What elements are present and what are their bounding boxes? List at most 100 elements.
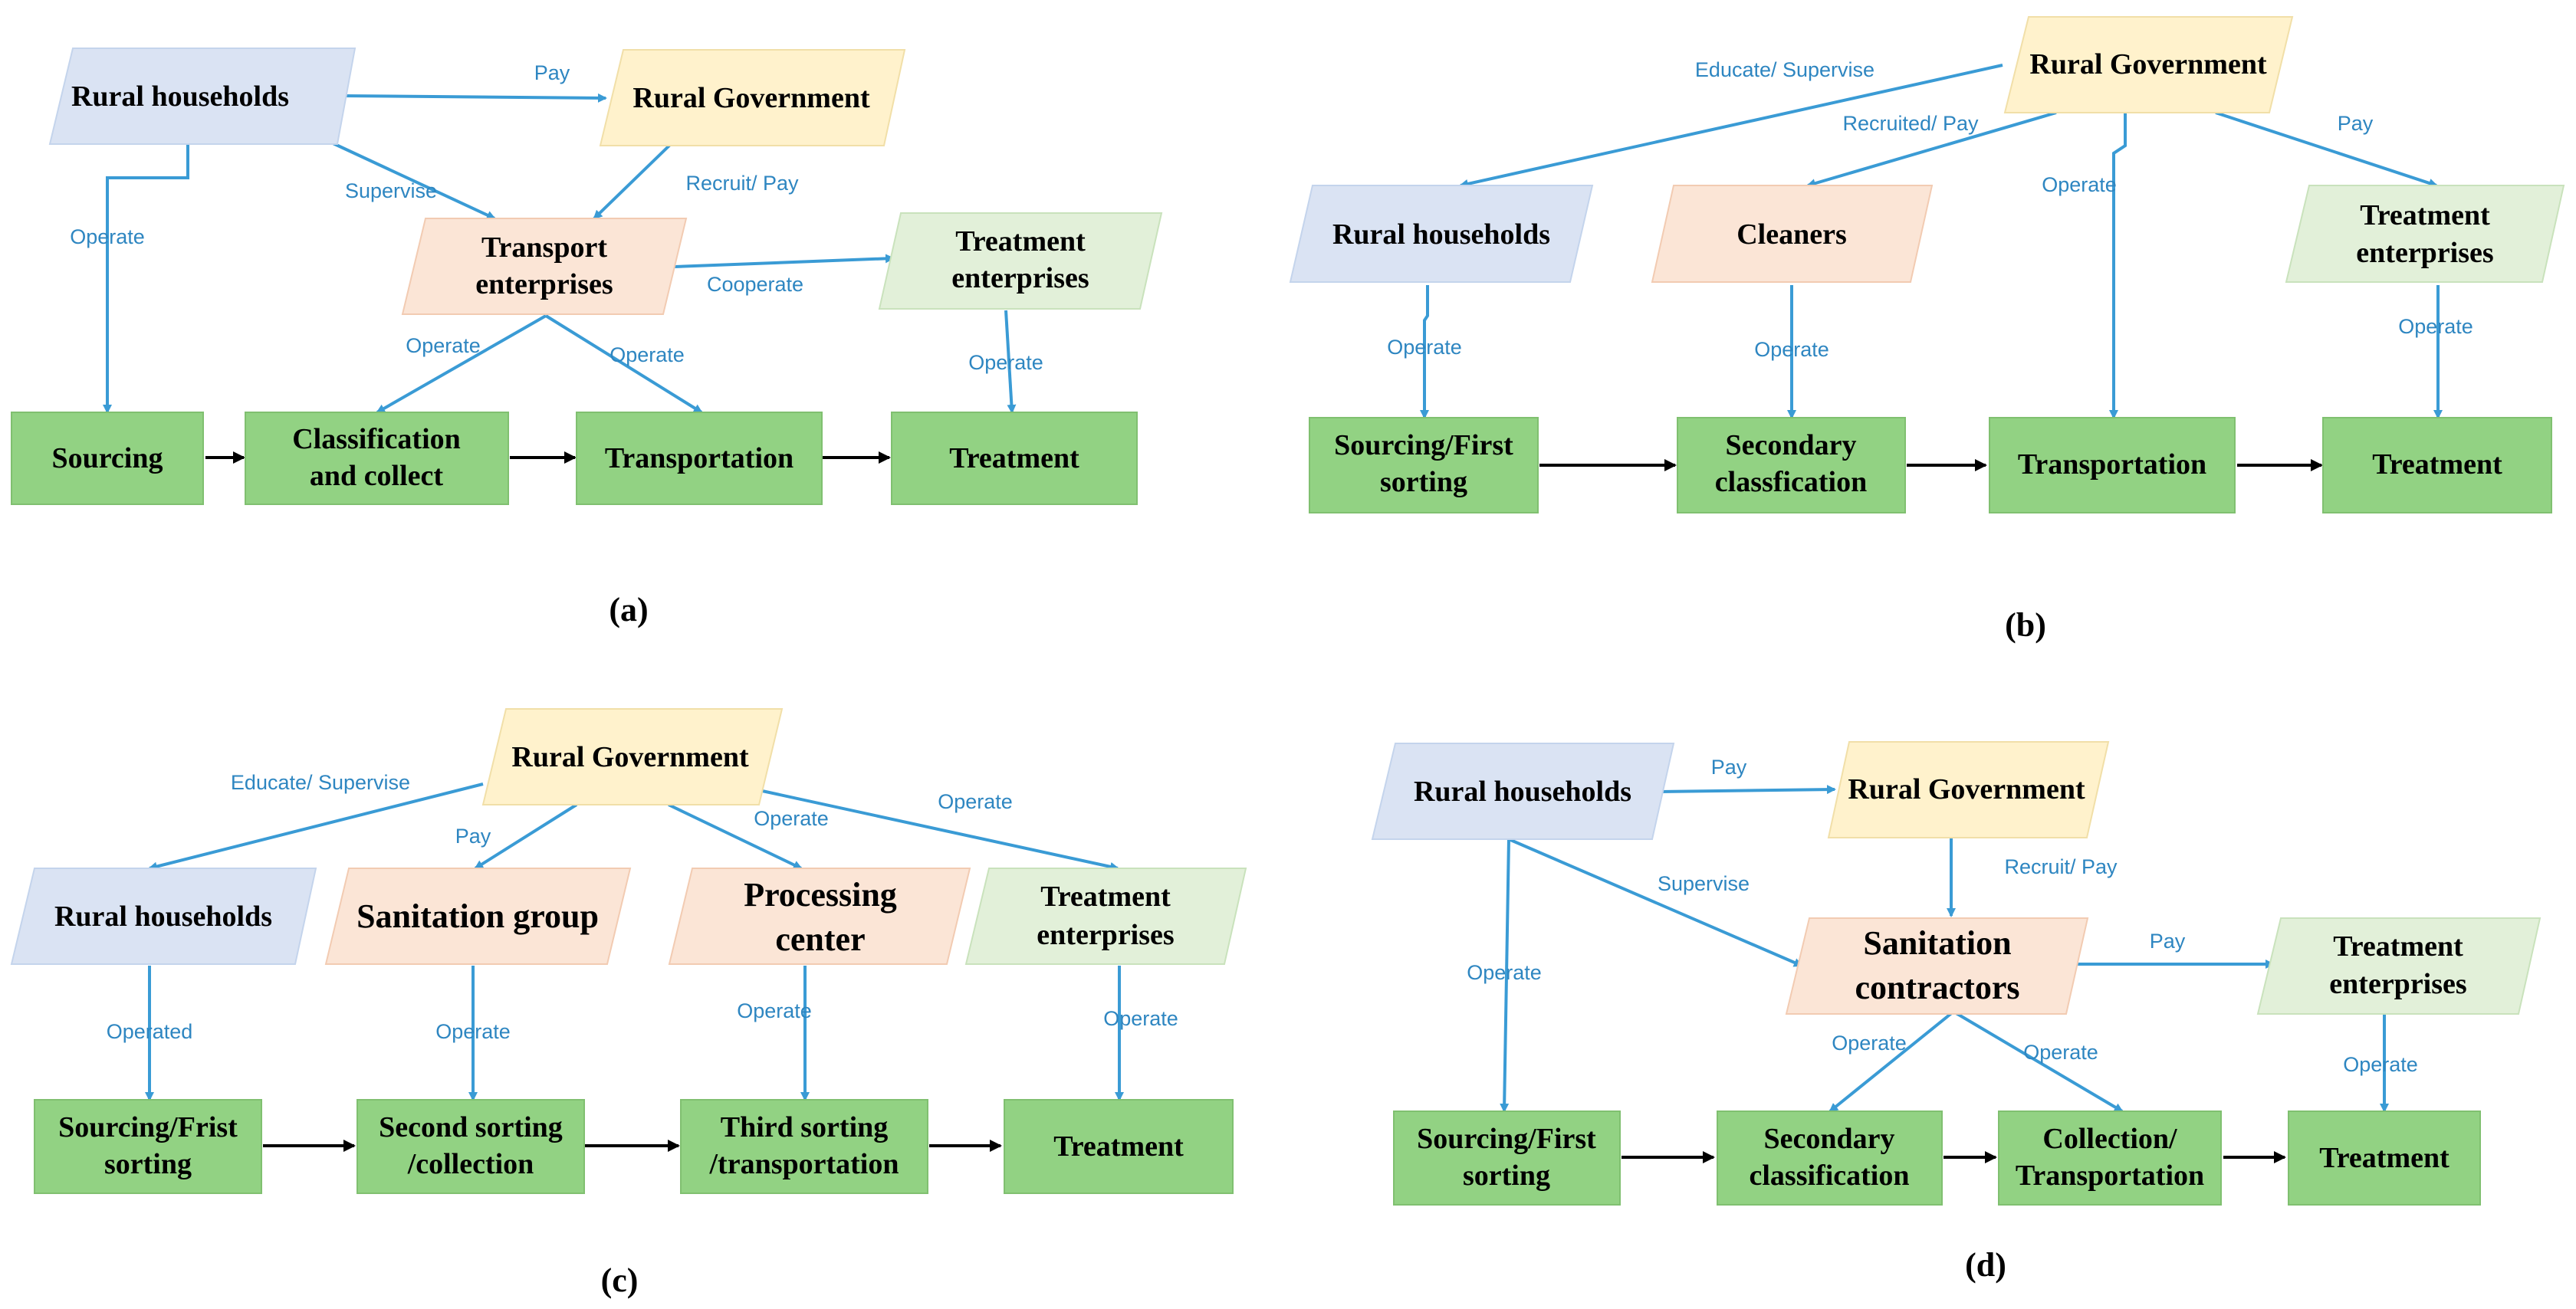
text-b-rural-government: Rural Government bbox=[2029, 48, 2267, 80]
edge-b-operate-gov bbox=[2109, 113, 2127, 419]
step-a-treatment bbox=[891, 412, 1138, 505]
edge-b-recruited bbox=[1806, 111, 2057, 188]
edge-label-c-educate: Educate/ Supervise bbox=[231, 771, 410, 794]
edge-d-operate-right bbox=[1952, 1010, 2124, 1113]
step-a-classification bbox=[245, 412, 509, 505]
node-c-rural-government bbox=[481, 708, 784, 805]
text-c-sanitation-group: Sanitation group bbox=[356, 897, 599, 935]
edge-a-operate-treatment bbox=[1004, 310, 1017, 414]
node-a-treatment-enterprises bbox=[878, 212, 1163, 310]
text-a-treatment: Treatment bbox=[949, 442, 1079, 474]
step-d-sourcing bbox=[1393, 1111, 1621, 1206]
edge-d-pay-gov bbox=[1659, 785, 1836, 795]
edge-d-supervise bbox=[1508, 838, 1803, 967]
edge-label-d-pay-gov: Pay bbox=[1711, 756, 1747, 779]
node-b-rural-households bbox=[1289, 185, 1594, 283]
text-d-collection-2: Transportation bbox=[2016, 1160, 2204, 1192]
node-a-transport-enterprises bbox=[401, 218, 688, 315]
text-a-classification-2: and collect bbox=[310, 460, 443, 492]
edge-a-pay bbox=[340, 93, 607, 103]
edge-label-a-pay: Pay bbox=[534, 61, 570, 84]
edge-a-operate-left bbox=[376, 314, 547, 414]
text-a-treatment-ent-1: Treatment bbox=[955, 225, 1086, 258]
panel-b-label: (b) bbox=[2005, 606, 2046, 644]
step-b-treatment bbox=[2322, 417, 2552, 513]
edge-label-c-operate-treatment: Operate bbox=[1103, 1007, 1178, 1030]
edge-c-educate bbox=[148, 782, 484, 871]
text-c-second-sorting-2: /collection bbox=[407, 1148, 534, 1180]
text-d-rural-government: Rural Government bbox=[1848, 773, 2085, 805]
node-c-sanitation-group bbox=[324, 868, 632, 965]
text-a-transport-2: enterprises bbox=[475, 268, 613, 300]
edge-label-b-educate: Educate/ Supervise bbox=[1695, 58, 1875, 81]
edge-d-operate-left bbox=[1829, 1010, 1955, 1113]
edge-b-educate bbox=[1459, 64, 2003, 189]
text-d-sanitation-1: Sanitation bbox=[1863, 924, 2011, 962]
step-d-secondary bbox=[1717, 1111, 1943, 1206]
step-a-transportation bbox=[576, 412, 823, 505]
text-d-secondary-2: classification bbox=[1750, 1160, 1910, 1192]
text-d-secondary-1: Secondary bbox=[1764, 1123, 1895, 1155]
step-d-collection bbox=[1998, 1111, 2222, 1206]
step-c-sourcing bbox=[34, 1099, 262, 1194]
edge-label-d-operate-households: Operate bbox=[1467, 961, 1542, 984]
panel-c: Educate/ Supervise Pay Operate Operate O… bbox=[10, 708, 1247, 1299]
text-b-cleaners: Cleaners bbox=[1737, 218, 1847, 251]
edge-label-c-operate-processing: Operate bbox=[737, 999, 812, 1022]
node-d-rural-households bbox=[1371, 743, 1675, 840]
edge-label-a-operate-treatment: Operate bbox=[968, 351, 1043, 374]
text-b-secondary-2: classfication bbox=[1715, 466, 1867, 498]
text-d-sourcing-1: Sourcing/First bbox=[1417, 1123, 1596, 1155]
node-a-rural-government bbox=[599, 49, 906, 146]
edge-label-a-recruit: Recruit/ Pay bbox=[685, 172, 799, 195]
text-c-processing-1: Processing bbox=[744, 876, 897, 914]
edge-label-d-recruit: Recruit/ Pay bbox=[2004, 855, 2118, 878]
text-d-sourcing-2: sorting bbox=[1463, 1160, 1550, 1192]
text-c-treatment-ent-2: enterprises bbox=[1037, 919, 1174, 951]
text-b-treatment-ent-1: Treatment bbox=[2360, 199, 2490, 231]
text-b-sourcing-1: Sourcing/First bbox=[1334, 429, 1513, 461]
text-a-sourcing: Sourcing bbox=[51, 442, 163, 474]
edge-b-pay bbox=[2215, 111, 2438, 188]
panel-d-label: (d) bbox=[1965, 1246, 2006, 1284]
edge-label-d-pay-treatment: Pay bbox=[2150, 930, 2186, 953]
panel-d: Pay Recruit/ Pay Supervise Pay Operate O… bbox=[1371, 741, 2542, 1284]
text-c-third-sorting-2: /transportation bbox=[709, 1148, 899, 1180]
edge-d-operate-households bbox=[1500, 838, 1510, 1113]
edge-label-d-supervise: Supervise bbox=[1658, 872, 1750, 895]
node-c-treatment-enterprises bbox=[964, 868, 1247, 965]
text-b-treatment-ent-2: enterprises bbox=[2356, 237, 2493, 269]
edge-a-recruit bbox=[593, 143, 672, 220]
text-a-classification-1: Classification bbox=[292, 423, 461, 455]
edge-label-c-operate-center: Operate bbox=[754, 807, 829, 830]
text-b-sourcing-2: sorting bbox=[1380, 466, 1467, 498]
text-b-secondary-1: Secondary bbox=[1726, 429, 1857, 461]
edge-b-operate-households bbox=[1420, 285, 1429, 419]
text-a-rural-government: Rural Government bbox=[632, 82, 870, 114]
step-b-sourcing bbox=[1309, 417, 1539, 513]
text-a-transportation: Transportation bbox=[605, 442, 794, 474]
edge-label-c-pay: Pay bbox=[455, 825, 491, 848]
edge-label-b-operate-cleaners: Operate bbox=[1754, 338, 1829, 361]
edge-label-c-operate-treatment-ent: Operate bbox=[938, 790, 1013, 813]
edge-label-b-pay: Pay bbox=[2338, 112, 2374, 135]
text-b-rural-households: Rural households bbox=[1332, 218, 1550, 251]
edge-label-a-cooperate: Cooperate bbox=[707, 273, 803, 296]
text-c-treatment-ent-1: Treatment bbox=[1040, 881, 1171, 913]
edge-label-a-operate-households: Operate bbox=[70, 225, 145, 248]
text-c-rural-households: Rural households bbox=[54, 901, 272, 933]
edge-label-d-operate-left: Operate bbox=[1832, 1032, 1907, 1055]
text-c-processing-2: center bbox=[775, 920, 865, 958]
edge-c-operate-center bbox=[668, 803, 803, 870]
edge-label-a-operate-left: Operate bbox=[406, 334, 481, 357]
text-d-collection-1: Collection/ bbox=[2042, 1123, 2177, 1155]
edge-a-operate-households bbox=[103, 144, 189, 414]
node-d-treatment-enterprises bbox=[2256, 917, 2542, 1015]
edge-c-pay bbox=[474, 803, 578, 870]
step-b-transportation bbox=[1989, 417, 2236, 513]
text-a-transport-1: Transport bbox=[481, 231, 607, 264]
edge-c-operate-treatment-ent bbox=[754, 788, 1119, 871]
text-b-treatment: Treatment bbox=[2372, 448, 2502, 481]
node-b-rural-government bbox=[2003, 16, 2294, 113]
step-c-third-sorting bbox=[680, 1099, 928, 1194]
